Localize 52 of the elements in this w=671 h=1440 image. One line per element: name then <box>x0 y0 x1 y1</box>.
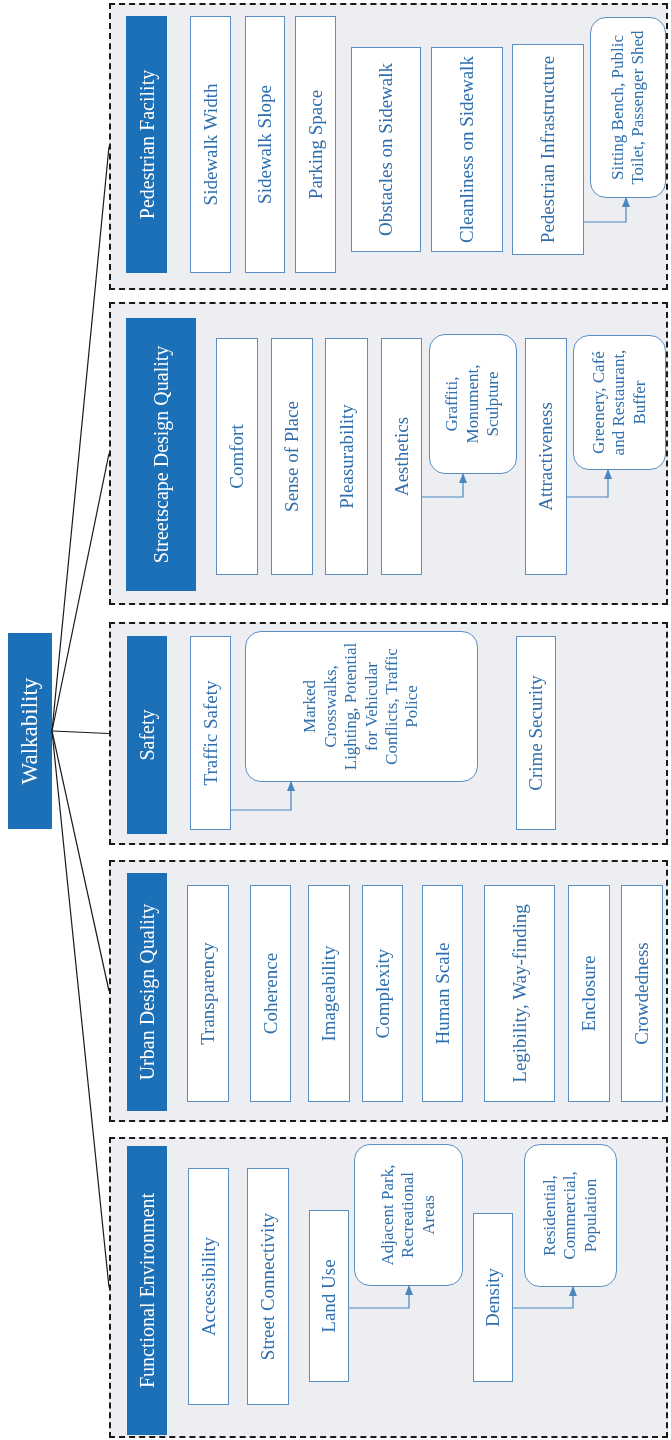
panel-header: Urban Design Quality <box>127 873 167 1111</box>
criterion-box: Parking Space <box>295 16 336 273</box>
criterion-box: Human Scale <box>422 885 463 1102</box>
panel-header: Streetscape Design Quality <box>126 318 196 591</box>
criterion-box: Sidewalk Width <box>190 16 231 273</box>
connector-line <box>51 730 110 992</box>
arrow <box>583 197 630 223</box>
connector-line <box>51 730 110 1289</box>
criterion-box: Obstacles on Sidewalk <box>351 47 421 252</box>
criterion-box: Legibility, Way-finding <box>484 885 555 1102</box>
detail-box: Marked Crosswalks, Lighting, Potential for Vehicular Conflicts, Traffic Police <box>245 631 478 782</box>
criterion-box: Cleanliness on Sidewalk <box>431 47 503 252</box>
criterion-box: Crowdedness <box>621 885 663 1102</box>
criterion-box: Complexity <box>362 885 403 1102</box>
title-box: Walkability <box>8 633 52 829</box>
detail-box: Greenery, Café and Restaurant, Buffer <box>573 335 666 470</box>
panel-header: Functional Environment <box>127 1146 167 1435</box>
arrow <box>348 1285 413 1309</box>
category-panel <box>109 1137 668 1438</box>
criterion-box: Crime Security <box>516 636 556 830</box>
connector-line <box>51 730 110 735</box>
arrow <box>566 469 612 498</box>
criterion-box: Pedestrian Infrastructure <box>512 44 584 255</box>
criterion-box: Attractiveness <box>525 338 567 575</box>
category-panel <box>109 3 668 290</box>
category-panel <box>109 302 668 605</box>
detail-box: Sitting Bench, Public Toilet, Passenger Shed <box>590 17 666 198</box>
criterion-box: Coherence <box>250 885 291 1102</box>
criterion-box: Sense of Place <box>271 338 313 575</box>
criterion-box: Enclosure <box>568 885 610 1102</box>
criterion-box: Street Connectivity <box>247 1168 289 1405</box>
panel-header: Safety <box>127 636 167 834</box>
criterion-box: Aesthetics <box>381 338 422 575</box>
arrow <box>230 781 295 811</box>
category-panel <box>109 622 668 845</box>
criterion-box: Accessibility <box>188 1168 229 1405</box>
criterion-box: Sidewalk Slope <box>245 16 285 273</box>
panel-header: Pedestrian Facility <box>126 16 167 273</box>
criterion-box: Transparency <box>187 885 229 1102</box>
criterion-box: Land Use <box>309 1210 349 1382</box>
detail-box: Graffiti, Monument, Sculpture <box>429 334 517 474</box>
criterion-box: Comfort <box>216 338 258 575</box>
arrow <box>512 1286 577 1309</box>
arrow <box>421 473 467 498</box>
detail-box: Residential, Commercial, Population <box>524 1144 617 1287</box>
detail-box: Adjacent Park, Recreational Areas <box>354 1144 463 1286</box>
connector-line <box>51 145 110 732</box>
criterion-box: Imageability <box>308 885 350 1102</box>
criterion-box: Traffic Safety <box>190 636 231 830</box>
criterion-box: Pleasurability <box>325 338 368 575</box>
category-panel <box>109 860 668 1122</box>
criterion-box: Density <box>473 1213 513 1382</box>
